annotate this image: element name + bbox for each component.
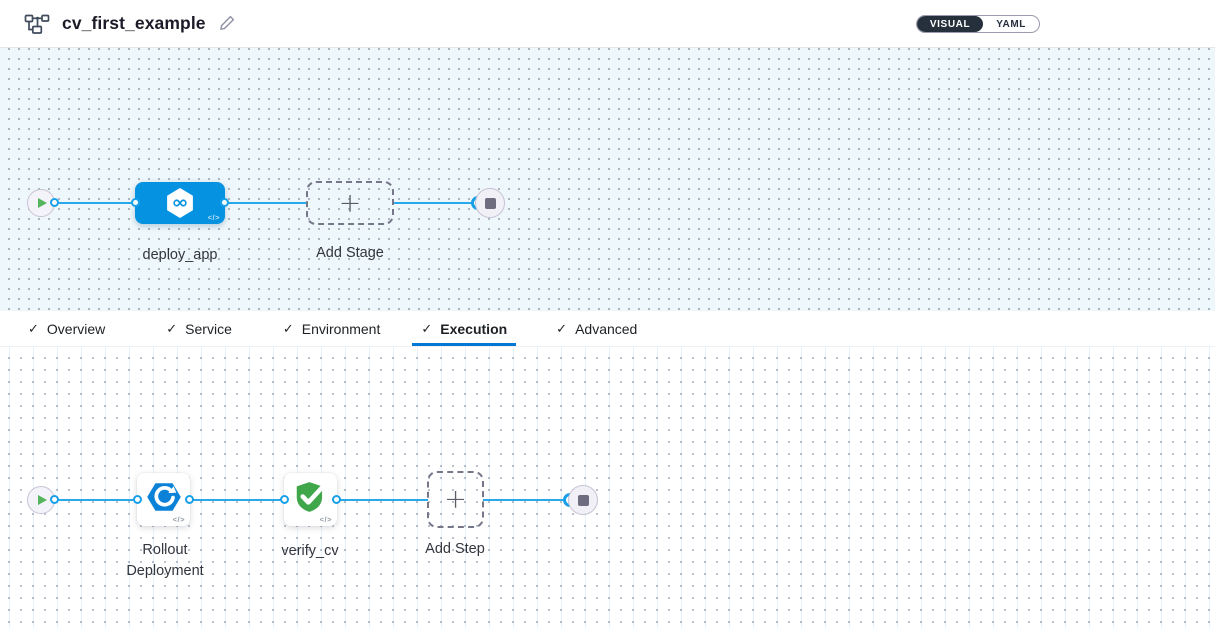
visual-yaml-toggle[interactable]: VISUAL YAML bbox=[915, 15, 1040, 33]
connector-port bbox=[185, 495, 194, 504]
stage-connector-line bbox=[393, 202, 478, 204]
connector-port bbox=[50, 495, 59, 504]
stage-connector-line bbox=[54, 202, 136, 204]
stop-icon bbox=[577, 494, 589, 506]
edit-pipeline-name-button[interactable] bbox=[218, 13, 237, 35]
plus-icon: + bbox=[444, 484, 467, 515]
add-step-label: Add Step bbox=[425, 541, 485, 557]
step-connector-line bbox=[483, 499, 570, 501]
pipeline-sitemap-icon bbox=[24, 13, 50, 35]
tab-label: Service bbox=[185, 320, 232, 337]
page-title: cv_first_example bbox=[62, 13, 206, 33]
tab-execution[interactable]: ✓ Execution bbox=[412, 311, 517, 346]
stop-icon bbox=[484, 197, 496, 209]
rollout-deployment-icon bbox=[146, 479, 182, 520]
step-connector-line bbox=[54, 499, 138, 501]
tab-overview[interactable]: ✓ Overview bbox=[19, 311, 114, 346]
tab-environment[interactable]: ✓ Environment bbox=[274, 311, 390, 346]
tab-label: Advanced bbox=[575, 320, 638, 337]
pipeline-studio-header: cv_first_example VISUAL YAML bbox=[0, 0, 1215, 48]
connector-port bbox=[332, 495, 341, 504]
step-label: verify_cv bbox=[281, 543, 339, 559]
cd-stage-hexagon-icon bbox=[167, 188, 193, 218]
add-stage-label: Add Stage bbox=[316, 245, 384, 261]
pencil-icon bbox=[218, 13, 237, 35]
tab-service[interactable]: ✓ Service bbox=[157, 311, 241, 346]
connector-port bbox=[280, 495, 289, 504]
step-node-verify-cv[interactable]: </> bbox=[284, 473, 337, 526]
pipeline-end-node bbox=[475, 188, 505, 218]
add-stage-button[interactable]: + bbox=[306, 181, 394, 225]
execution-graph-canvas[interactable]: </> Rollout Deployment </> verify_cv + A… bbox=[0, 347, 1215, 628]
add-step-button[interactable]: + bbox=[427, 471, 484, 528]
tab-label: Environment bbox=[301, 320, 381, 337]
step-connector-line bbox=[189, 499, 285, 501]
connector-port bbox=[220, 198, 229, 207]
execution-end-node bbox=[568, 485, 598, 515]
code-icon: </> bbox=[172, 515, 185, 524]
stage-config-tabbar: ✓ Overview ✓ Service ✓ Environment ✓ Exe… bbox=[0, 311, 1215, 347]
toggle-visual-button[interactable]: VISUAL bbox=[916, 16, 984, 32]
toggle-yaml-button[interactable]: YAML bbox=[983, 16, 1039, 32]
check-icon: ✓ bbox=[28, 320, 39, 336]
step-connector-line bbox=[336, 499, 428, 501]
code-icon: </> bbox=[207, 213, 220, 222]
check-icon: ✓ bbox=[421, 320, 433, 336]
connector-port bbox=[50, 198, 59, 207]
check-icon: ✓ bbox=[166, 320, 178, 336]
stage-connector-line bbox=[224, 202, 308, 204]
code-icon: </> bbox=[319, 515, 332, 524]
stage-node-deploy-app[interactable]: </> bbox=[135, 182, 225, 224]
plus-icon: + bbox=[338, 187, 362, 219]
play-icon bbox=[38, 495, 47, 505]
connector-port bbox=[133, 495, 142, 504]
stage-label: deploy_app bbox=[142, 247, 218, 263]
verify-shield-check-icon bbox=[292, 478, 330, 521]
step-node-rollout-deployment[interactable]: </> bbox=[137, 473, 190, 526]
play-icon bbox=[38, 198, 47, 208]
stage-graph-canvas[interactable]: </> deploy_app + Add Stage bbox=[0, 48, 1215, 311]
tab-advanced[interactable]: ✓ Advanced bbox=[547, 311, 646, 346]
check-icon: ✓ bbox=[556, 320, 568, 336]
tab-label: Execution bbox=[440, 320, 508, 337]
tab-label: Overview bbox=[46, 320, 106, 337]
connector-port bbox=[131, 198, 140, 207]
step-label: Rollout Deployment bbox=[126, 542, 204, 579]
check-icon: ✓ bbox=[282, 320, 294, 336]
